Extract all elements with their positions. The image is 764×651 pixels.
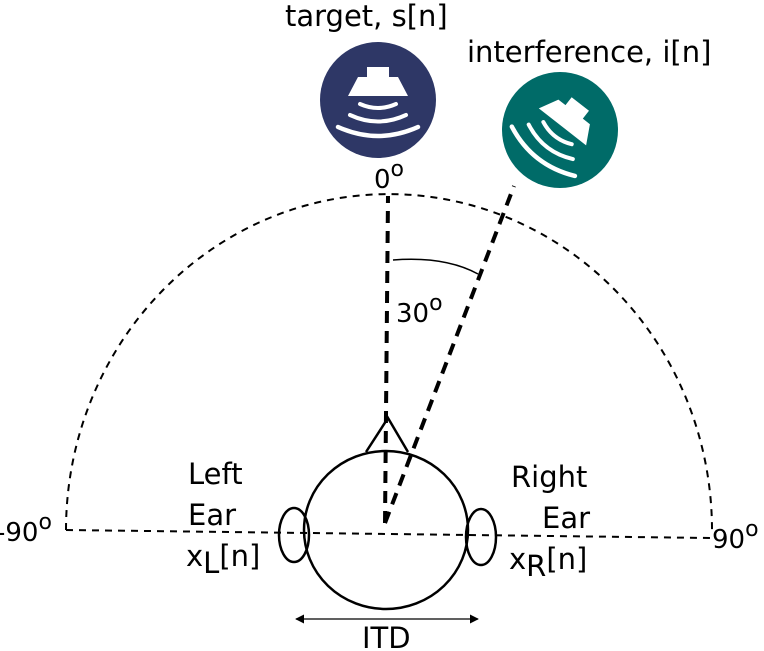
angle-neg-ninety-label: -90o — [0, 510, 52, 548]
interference-speaker-icon — [502, 72, 618, 188]
right-ear-line1: Right — [511, 460, 587, 494]
angle-zero-label: 0o — [374, 157, 404, 195]
itd-label: ITD — [362, 621, 411, 651]
angle-pos-ninety-label: 90o — [712, 517, 759, 555]
angle-thirty-label: 30o — [396, 291, 443, 329]
target-direction-line — [383, 195, 390, 524]
right-ear-line2: Ear — [542, 501, 590, 535]
interference-label: interference, i[n] — [467, 35, 711, 69]
left-ear — [277, 506, 311, 564]
nose — [364, 415, 410, 453]
left-ear-signal: xL[n] — [186, 539, 260, 580]
right-ear — [464, 507, 498, 567]
interference-direction-line — [383, 185, 516, 524]
left-ear-line2: Ear — [188, 498, 236, 532]
target-label: target, s[n] — [285, 0, 448, 33]
target-speaker-icon — [320, 42, 436, 158]
angle-arc — [392, 258, 479, 275]
right-ear-signal: xR[n] — [509, 542, 587, 583]
left-ear-line1: Left — [188, 457, 243, 491]
azimuth-semicircle — [65, 193, 713, 531]
interaural-axis — [65, 529, 713, 539]
head — [302, 449, 470, 611]
